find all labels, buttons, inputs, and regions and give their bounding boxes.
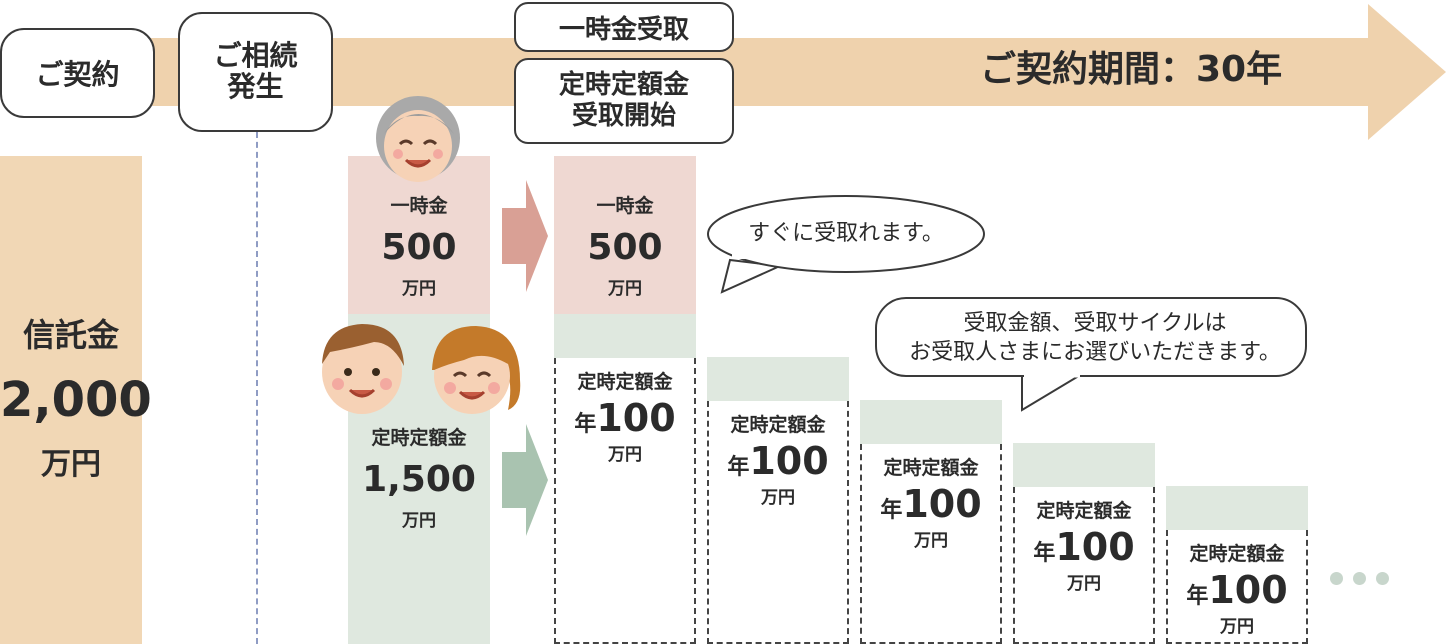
immediate-bubble-text: すぐに受取れます。	[706, 222, 986, 246]
inheritance-label: ご相続 発生	[213, 41, 297, 103]
receipt-lump-amount: 500	[554, 228, 696, 268]
contract-period: ご契約期間：30年	[980, 50, 1360, 90]
choice-bubble-text: 受取金額、受取サイクルは お受取人さまにお選びいただきます。	[880, 310, 1310, 367]
annual-column-label: 定時定額金	[860, 458, 1002, 479]
man-icon	[312, 312, 412, 416]
lump-receipt-box: 一時金受取	[514, 2, 734, 52]
receipt-lump-unit: 万円	[554, 280, 696, 299]
lump-arrow-icon	[500, 180, 550, 292]
woman-icon	[424, 320, 528, 416]
annual-column-unit: 万円	[1013, 575, 1155, 594]
annual-column-amount: 年100	[1013, 527, 1155, 569]
annual-column-prefix: 年	[880, 498, 902, 523]
trust-label: 信託金	[0, 318, 142, 353]
annual-column-number: 100	[1055, 525, 1134, 569]
annual-column-unit: 万円	[1166, 618, 1308, 637]
annual-column-fill	[707, 357, 849, 401]
annual-column-number: 100	[1208, 568, 1287, 612]
annual-column-label: 定時定額金	[707, 415, 849, 436]
annual-column-label: 定時定額金	[1013, 501, 1155, 522]
lump-receipt-label: 一時金受取	[559, 9, 689, 46]
inheritance-line	[256, 132, 258, 644]
split-periodic-amount: 1,500	[348, 460, 490, 500]
annual-column-prefix: 年	[1033, 541, 1055, 566]
periodic-start-box: 定時定額金 受取開始	[514, 58, 734, 144]
contract-label: ご契約	[35, 53, 119, 93]
annual-column-prefix: 年	[1186, 584, 1208, 609]
split-lump-amount: 500	[348, 228, 490, 268]
elderly-person-icon	[370, 88, 470, 186]
trust-amount: 2,000	[0, 374, 142, 427]
annual-column-number: 100	[902, 482, 981, 526]
annual-column-fill	[554, 314, 696, 358]
split-periodic-label: 定時定額金	[348, 428, 490, 449]
annual-column-label: 定時定額金	[554, 372, 696, 393]
annual-column-number: 100	[749, 439, 828, 483]
annual-column-unit: 万円	[860, 532, 1002, 551]
annual-column	[707, 401, 849, 644]
split-lump-unit: 万円	[348, 280, 490, 299]
inheritance-box: ご相続 発生	[178, 12, 333, 132]
split-lump-label: 一時金	[348, 196, 490, 217]
continuation-dots	[1330, 570, 1399, 589]
receipt-lump-label: 一時金	[554, 196, 696, 217]
annual-column-amount: 年100	[860, 484, 1002, 526]
split-periodic-unit: 万円	[348, 512, 490, 531]
annual-column-fill	[1013, 443, 1155, 487]
annual-column-unit: 万円	[554, 446, 696, 465]
annual-column-amount: 年100	[707, 441, 849, 483]
annual-column-number: 100	[596, 396, 675, 440]
annual-column-prefix: 年	[574, 412, 596, 437]
periodic-start-label: 定時定額金 受取開始	[559, 70, 689, 132]
periodic-arrow-icon	[500, 424, 550, 536]
annual-column-unit: 万円	[707, 489, 849, 508]
annual-column-amount: 年100	[554, 398, 696, 440]
contract-box: ご契約	[0, 28, 155, 118]
annual-column-fill	[1166, 486, 1308, 530]
annual-column-amount: 年100	[1166, 570, 1308, 612]
trust-unit: 万円	[0, 448, 142, 481]
annual-column-label: 定時定額金	[1166, 544, 1308, 565]
annual-column-prefix: 年	[727, 455, 749, 480]
